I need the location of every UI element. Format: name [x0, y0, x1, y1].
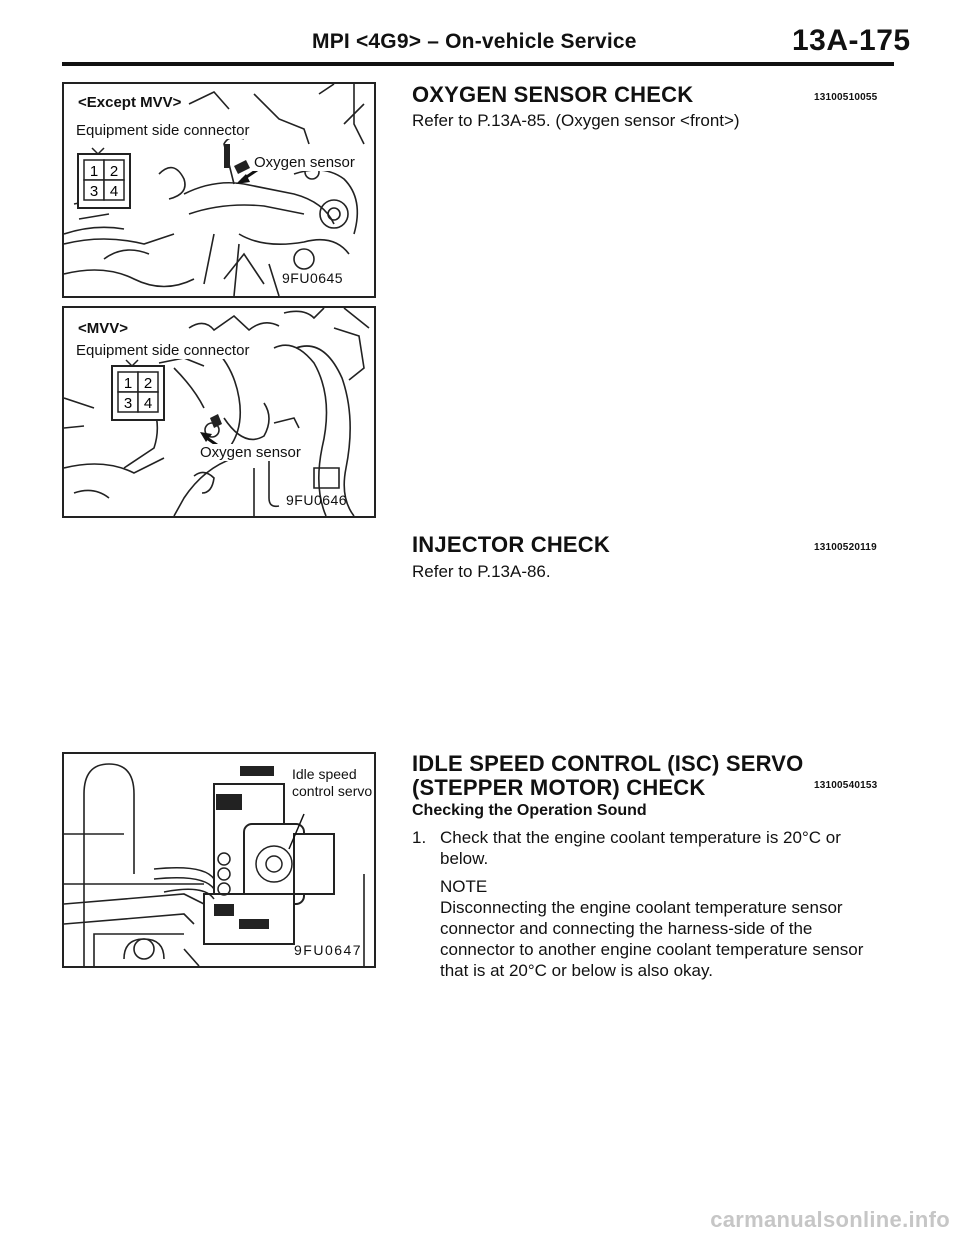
part-label: Idle speed control servo	[290, 766, 374, 800]
step-text-line1: Check that the engine coolant temperatur…	[440, 828, 841, 847]
note-line3: connector to another engine coolant temp…	[440, 940, 864, 959]
variant-label: <MVV>	[76, 320, 131, 337]
isc-heading-line2: (STEPPER MOTOR) CHECK	[412, 775, 706, 800]
pin-3: 3	[90, 183, 98, 200]
page-number: 13A-175	[792, 24, 911, 57]
isc-heading-line1: IDLE SPEED CONTROL (ISC) SERVO	[412, 751, 804, 776]
variant-label: <Except MVV>	[76, 94, 184, 111]
note-block: NOTE Disconnecting the engine coolant te…	[440, 876, 900, 981]
pin-2: 2	[110, 163, 118, 180]
section-heading-isc: IDLE SPEED CONTROL (ISC) SERVO (STEPPER …	[412, 752, 803, 800]
section-text-oxygen: Refer to P.13A-85. (Oxygen sensor <front…	[412, 111, 740, 130]
connector-label: Equipment side connector	[74, 342, 252, 359]
note-line2: connector and connecting the harness-sid…	[440, 919, 813, 938]
sensor-label: Oxygen sensor	[198, 444, 303, 461]
engine-illustration-2: 1 2 3 4	[64, 308, 370, 516]
section-code-oxygen: 13100510055	[814, 92, 878, 103]
figure-oxygen-sensor-except-mvv: 1 2 3 4 <Except MVV> Equipment side conn…	[62, 82, 376, 298]
note-title: NOTE	[440, 877, 488, 896]
figure-code: 9FU0646	[286, 492, 348, 508]
note-line1: Disconnecting the engine coolant tempera…	[440, 898, 843, 917]
section-heading-injector: INJECTOR CHECK	[412, 532, 610, 557]
pin-4: 4	[110, 183, 118, 200]
pin-1: 1	[124, 375, 132, 392]
pin-3: 3	[124, 395, 132, 412]
step-text-line2: below.	[440, 849, 489, 868]
sensor-label: Oxygen sensor	[252, 154, 357, 171]
section-code-injector: 13100520119	[814, 542, 877, 553]
part-label-line1: Idle speed	[292, 766, 357, 782]
figure-code: 9FU0647	[294, 942, 363, 958]
header-rule	[62, 62, 894, 66]
pin-4: 4	[144, 395, 152, 412]
figure-oxygen-sensor-mvv: 1 2 3 4 <MVV> Equipment side connector O…	[62, 306, 376, 518]
connector-pinout-2: 1 2 3 4	[111, 359, 165, 421]
figure-code: 9FU0645	[282, 270, 344, 286]
engine-illustration-1: 1 2 3 4	[64, 84, 365, 296]
isc-servo-illustration	[64, 763, 365, 966]
section-code-isc: 13100540153	[814, 780, 878, 791]
page-header-title: MPI <4G9> – On-vehicle Service	[312, 30, 637, 53]
figure-isc-servo: Idle speed control servo 9FU0647	[62, 752, 376, 968]
note-line4: that is at 20°C or below is also okay.	[440, 961, 713, 980]
section-heading-oxygen: OXYGEN SENSOR CHECK	[412, 82, 694, 107]
step-number: 1.	[412, 828, 427, 847]
section-text-injector: Refer to P.13A-86.	[412, 562, 551, 581]
pin-1: 1	[90, 163, 98, 180]
isc-subheading: Checking the Operation Sound	[412, 802, 647, 819]
step-text: Check that the engine coolant temperatur…	[440, 827, 900, 869]
connector-pinout-1: 1 2 3 4	[77, 147, 131, 209]
connector-label: Equipment side connector	[74, 122, 252, 139]
part-label-line2: control servo	[292, 783, 373, 799]
watermark: carmanualsonline.info	[710, 1207, 950, 1232]
pin-2: 2	[144, 375, 152, 392]
